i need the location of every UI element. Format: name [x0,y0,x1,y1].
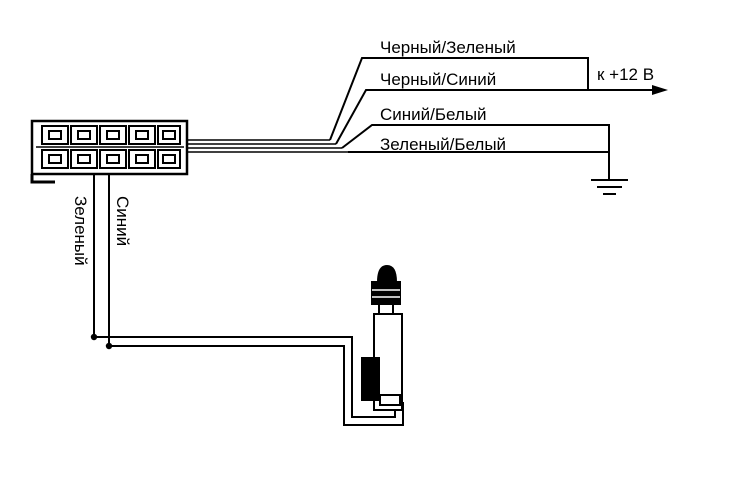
label-blue-white: Синий/Белый [380,105,487,124]
wire-green [90,174,396,418]
label-blue: Синий [113,196,132,246]
wire-blue [105,174,404,426]
label-power: к +12 В [597,65,654,84]
connector [30,119,189,184]
label-green-white: Зеленый/Белый [380,135,506,154]
label-green: Зеленый [71,196,90,266]
arrow-icon [652,85,668,95]
label-black-blue: Черный/Синий [380,70,496,89]
junction-dot [105,342,113,350]
wire-black-blue [335,85,668,145]
junction-dot [90,333,98,341]
connector-pins-bottom [41,149,181,169]
connector-pins-top [41,125,181,145]
wire-bundle [187,139,348,153]
label-black-green: Черный/Зеленый [380,38,516,57]
wire-black-green [329,57,589,141]
actuator-icon [361,264,403,411]
ground-icon [591,179,628,195]
